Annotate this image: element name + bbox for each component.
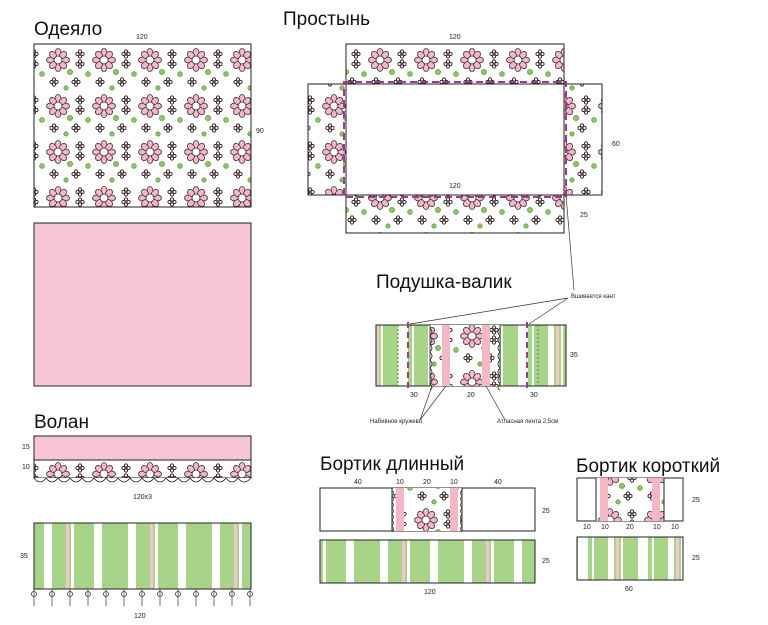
sheet-width-inner-label: 120 [449,183,461,190]
sheet-height-label: 60 [612,141,620,148]
bumper-long-diagram [319,487,536,584]
bumper-short-length: 60 [625,586,633,593]
blanket-front-panel [33,43,252,208]
ruffle-striped-height: 35 [20,553,28,560]
bumper-short-seg-e: 10 [671,524,679,531]
bumper-short-seg-c: 20 [626,524,634,531]
bumper-short-seg-b: 10 [601,524,609,531]
sheet-flap-label: 25 [580,212,588,219]
bumper-long-height-bottom: 25 [542,558,550,565]
title-bumper-short: Бортик короткий [576,456,721,477]
blanket-width-label: 120 [136,34,148,41]
bumper-long-seg-b: 10 [396,479,404,486]
title-bolster: Подушка-валик [376,272,512,293]
bumper-long-seg-a: 40 [354,479,362,486]
title-ruffle: Волан [34,412,89,433]
ruffle-striped-length: 120 [134,613,146,620]
bumper-short-seg-d: 10 [653,524,661,531]
bolster-seg-left: 30 [410,392,418,399]
ruffle-diagram [31,435,253,606]
bumper-long-seg-d: 10 [450,479,458,486]
bumper-short-diagram [576,477,684,581]
bumper-long-seg-c: 20 [423,479,431,486]
bumper-long-length: 120 [424,589,436,596]
bumper-short-height-bottom: 25 [692,555,700,562]
bumper-long-seg-e: 40 [494,479,502,486]
lace-note: Набивное кружево [370,419,423,425]
ruffle-top-band: 15 [22,444,30,451]
ruffle-length: 120x3 [133,494,153,501]
bolster-height: 35 [570,352,578,359]
blanket-back-panel [33,222,252,387]
bolster-seg-right: 30 [530,392,538,399]
blanket-height-label: 90 [256,128,264,135]
piping-note: Вшивается кант [571,294,616,300]
bumper-short-height-top: 25 [692,497,700,504]
bumper-short-seg-a: 10 [583,524,591,531]
bolster-seg-mid: 20 [467,392,475,399]
ribbon-note: Атласная лента 2,5см [497,419,559,425]
bumper-long-height-top: 25 [542,508,550,515]
title-bumper-long: Бортик длинный [320,454,465,475]
sheet-diagram [307,43,603,291]
sheet-width-top-label: 120 [449,34,461,41]
bolster-diagram [375,297,569,421]
title-sheet: Простынь [283,9,371,30]
title-blanket: Одеяло [34,19,103,40]
ruffle-pattern-band: 10 [22,464,30,471]
